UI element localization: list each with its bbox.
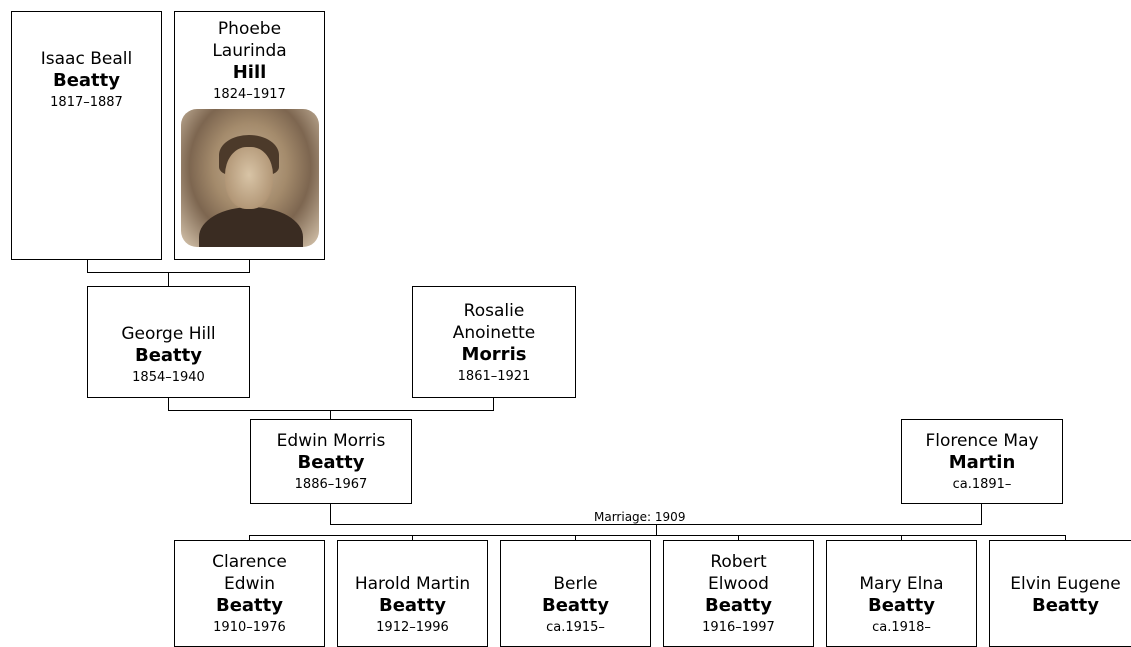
person-card-george-beatty[interactable]: George Hill Beatty 1854–1940 (87, 286, 250, 398)
given-name: Phoebe Laurinda (212, 19, 287, 61)
given-name: Edwin Morris (276, 431, 386, 451)
connector-line (168, 397, 169, 411)
surname: Beatty (867, 595, 936, 616)
connector-line (901, 535, 902, 541)
person-card-elvin-beatty[interactable]: Elvin Eugene Beatty (989, 540, 1131, 647)
life-dates: 1854–1940 (132, 369, 205, 385)
connector-line (249, 535, 1066, 536)
surname: Hill (232, 62, 267, 83)
surname: Beatty (52, 70, 121, 91)
surname: Beatty (134, 344, 203, 366)
person-card-florence-martin[interactable]: Florence May Martin ca.1891– (901, 419, 1063, 504)
connector-line (656, 524, 657, 536)
life-dates: 1886–1967 (294, 477, 368, 492)
given-name: Mary Elna (859, 574, 944, 594)
connector-line (168, 410, 494, 411)
connector-line (330, 410, 331, 420)
connector-line (168, 272, 169, 287)
person-card-clarence-beatty[interactable]: Clarence Edwin Beatty 1910–1976 (174, 540, 325, 647)
connector-line (330, 503, 331, 525)
given-name: Rosalie Anoinette (452, 300, 536, 343)
life-dates: 1824–1917 (213, 87, 286, 102)
connector-line (575, 535, 576, 541)
person-card-harold-beatty[interactable]: Harold Martin Beatty 1912–1996 (337, 540, 488, 647)
life-dates: 1910–1976 (213, 620, 286, 635)
person-card-rosalie-morris[interactable]: Rosalie Anoinette Morris 1861–1921 (412, 286, 576, 398)
given-name: Harold Martin (354, 574, 471, 594)
life-dates: ca.1915– (546, 620, 605, 635)
surname: Beatty (1031, 595, 1100, 616)
person-card-phoebe-hill[interactable]: Phoebe Laurinda Hill 1824–1917 (174, 11, 325, 260)
connector-line (412, 535, 413, 541)
person-card-berle-beatty[interactable]: Berle Beatty ca.1915– (500, 540, 651, 647)
surname: Morris (461, 343, 527, 365)
surname: Beatty (541, 595, 610, 616)
given-name: Florence May (925, 431, 1039, 451)
given-name: Clarence Edwin (212, 552, 287, 594)
surname: Beatty (297, 452, 365, 473)
given-name: George Hill (121, 323, 216, 344)
surname: Beatty (704, 595, 773, 616)
given-name: Robert Elwood (708, 552, 769, 594)
life-dates: ca.1918– (872, 620, 931, 635)
marriage-label: Marriage: 1909 (592, 510, 688, 524)
life-dates: ca.1891– (952, 477, 1012, 492)
connector-line (738, 535, 739, 541)
connector-line (1065, 535, 1066, 541)
portrait-photo (180, 109, 319, 247)
connector-line (87, 259, 88, 273)
given-name: Isaac Beall (40, 49, 133, 69)
life-dates: 1916–1997 (702, 620, 775, 635)
person-card-edwin-beatty[interactable]: Edwin Morris Beatty 1886–1967 (250, 419, 412, 504)
connector-line (249, 259, 250, 273)
person-card-isaac-beatty[interactable]: Isaac Beall Beatty 1817–1887 (11, 11, 162, 260)
surname: Martin (948, 452, 1016, 473)
life-dates: 1912–1996 (376, 620, 449, 635)
life-dates: 1861–1921 (457, 368, 531, 384)
surname: Beatty (378, 595, 447, 616)
connector-line (493, 397, 494, 411)
connector-line (249, 535, 250, 541)
surname: Beatty (215, 595, 284, 616)
life-dates: 1817–1887 (50, 95, 123, 110)
person-card-robert-beatty[interactable]: Robert Elwood Beatty 1916–1997 (663, 540, 814, 647)
connector-line (981, 503, 982, 525)
person-card-mary-beatty[interactable]: Mary Elna Beatty ca.1918– (826, 540, 977, 647)
given-name: Elvin Eugene (1010, 574, 1121, 594)
given-name: Berle (553, 574, 598, 594)
